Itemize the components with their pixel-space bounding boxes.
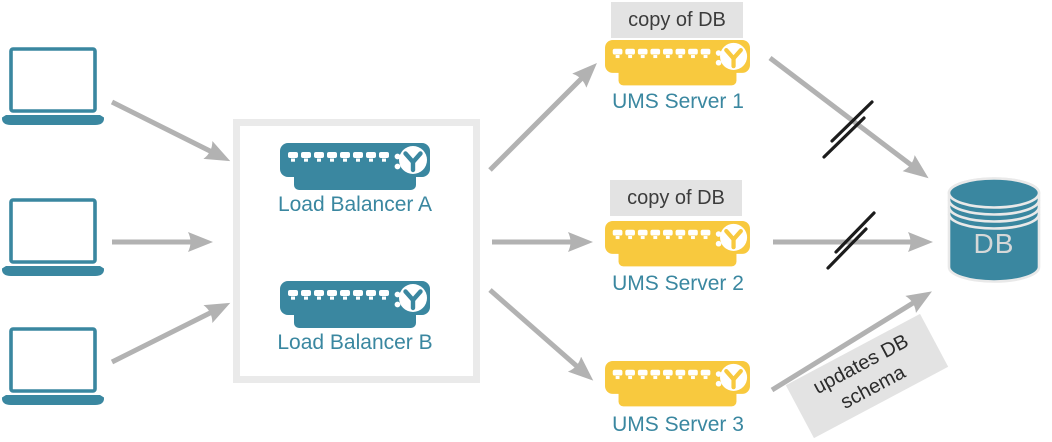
- load-balancer-group-box: [233, 119, 480, 383]
- broken-link-slashes-ums1: [822, 100, 874, 159]
- arrow-client1-to-lb: [110, 99, 231, 162]
- server-icon: [605, 40, 750, 86]
- arrow-ums3-to-db: [770, 291, 932, 393]
- load-balancer-b-label: Load Balancer B: [277, 331, 433, 354]
- ums-server-1-label: UMS Server 1: [612, 90, 744, 113]
- ums-server-3-node: [605, 361, 750, 407]
- server-icon: [605, 221, 750, 267]
- ums-server-1-node: [605, 40, 750, 86]
- ums-server-2-node: [605, 221, 750, 267]
- arrow-lb-to-ums3: [488, 288, 594, 381]
- copy-of-db-badge: copy of DB: [610, 180, 742, 216]
- server-icon: [280, 281, 430, 329]
- ums-server-3-label: UMS Server 3: [612, 413, 744, 436]
- laptop-icon: [1, 327, 105, 405]
- broken-link-slashes-ums2: [826, 211, 876, 270]
- load-balancer-a-node: [280, 143, 430, 191]
- arrow-ums1-to-db: [768, 56, 929, 179]
- arrow-client3-to-lb: [110, 302, 231, 365]
- server-icon: [280, 143, 430, 191]
- copy-of-db-badge: copy of DB: [611, 2, 743, 38]
- database-label: DB: [973, 228, 1015, 259]
- arrow-lb-to-ums1: [488, 63, 597, 172]
- load-balancer-a-label: Load Balancer A: [277, 193, 433, 216]
- laptop-icon: [1, 47, 105, 125]
- laptop-icon: [1, 198, 105, 276]
- ums-server-2-label: UMS Server 2: [612, 272, 744, 295]
- load-balancer-b-node: [280, 281, 430, 329]
- server-icon: [605, 361, 750, 407]
